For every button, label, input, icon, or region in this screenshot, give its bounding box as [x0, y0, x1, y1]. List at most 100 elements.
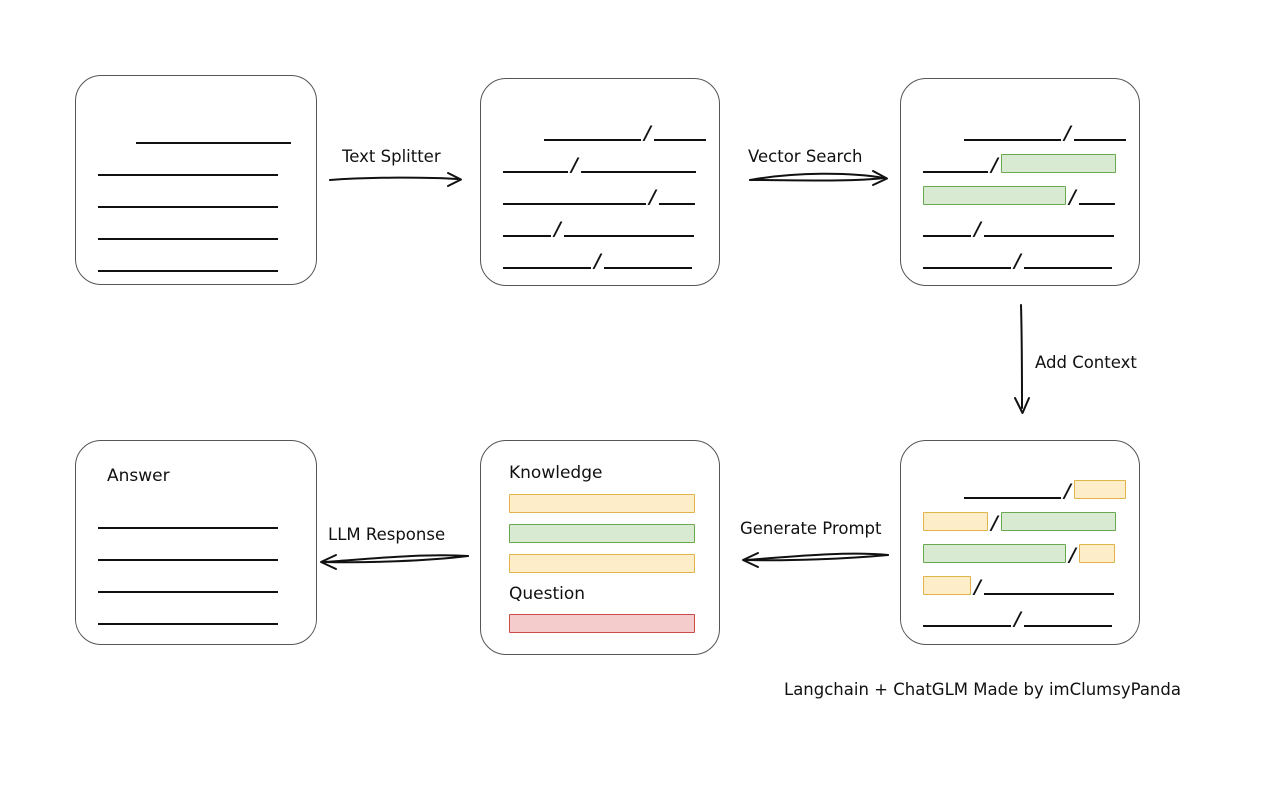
- text-line-row: [98, 188, 278, 208]
- highlight-chunk-green: [1000, 154, 1116, 173]
- text-line-segment: [964, 485, 1061, 499]
- text-line-segment: [923, 613, 1011, 627]
- text-line-segment: [136, 130, 291, 144]
- text-line-row: /: [544, 121, 706, 144]
- highlight-chunk-green: [1000, 512, 1116, 531]
- highlight-chunk-yellow: [1078, 544, 1115, 563]
- text-line-row: /: [923, 543, 1115, 566]
- text-line-segment: [544, 127, 641, 141]
- slash-separator: /: [649, 186, 656, 208]
- slash-separator: /: [1014, 250, 1021, 272]
- text-line-row: [98, 573, 278, 593]
- text-line-row: /: [923, 185, 1115, 208]
- generate-prompt-arrow: [742, 552, 889, 568]
- text-line-row: [98, 156, 278, 176]
- text-line-row: /: [923, 575, 1114, 598]
- text-line-segment: [98, 162, 278, 176]
- text-line-row: /: [923, 607, 1112, 630]
- text-line-segment: [503, 223, 551, 237]
- prompt-bar-red: [509, 614, 695, 633]
- text-line-segment: [923, 159, 988, 173]
- highlight-chunk-yellow: [923, 576, 971, 595]
- text-line-segment: [983, 581, 1114, 595]
- text-line-segment: [503, 159, 568, 173]
- text-line-segment: [98, 547, 278, 561]
- highlight-chunk-green: [923, 544, 1066, 563]
- text-line-segment: [503, 255, 591, 269]
- prompt-bar-yellow: [509, 494, 695, 513]
- arrow-label-llm-response: LLM Response: [328, 525, 446, 544]
- slash-separator: /: [974, 218, 981, 240]
- slash-separator: /: [1064, 122, 1071, 144]
- text-line-segment: [1023, 255, 1112, 269]
- text-line-segment: [98, 611, 278, 625]
- text-line-row: [98, 509, 278, 529]
- text-line-row: /: [503, 153, 696, 176]
- text-line-segment: [603, 255, 692, 269]
- text-line-row: /: [964, 121, 1126, 144]
- slash-separator: /: [991, 512, 998, 534]
- text-line-row: /: [923, 249, 1112, 272]
- arrow-label-text-splitter: Text Splitter: [342, 147, 441, 166]
- prompt-bar-green: [509, 524, 695, 543]
- answer-box[interactable]: Answer: [75, 440, 317, 645]
- text-line-row: /: [923, 217, 1114, 240]
- add-context-arrow: [1014, 304, 1030, 414]
- knowledge-label: Knowledge: [509, 463, 603, 483]
- text-line-segment: [658, 191, 695, 205]
- llm-response-arrow: [320, 554, 469, 570]
- vector-search-arrow: [749, 170, 888, 186]
- highlight-chunk-yellow: [923, 512, 988, 531]
- text-line-row: /: [503, 217, 694, 239]
- text-line-row: /: [503, 185, 695, 208]
- text-line-segment: [964, 127, 1061, 141]
- text-line-segment: [1023, 613, 1112, 627]
- text-splitter-arrow: [329, 172, 462, 187]
- footer-credit: Langchain + ChatGLM Made by imClumsyPand…: [784, 680, 1181, 699]
- text-line-row: [98, 541, 278, 561]
- text-line-row: /: [964, 479, 1126, 502]
- slash-separator: /: [571, 154, 578, 176]
- text-line-segment: [98, 226, 278, 240]
- text-line-segment: [923, 223, 971, 237]
- slash-separator: /: [594, 250, 601, 272]
- text-line-segment: [98, 194, 278, 208]
- text-line-segment: [563, 223, 694, 237]
- slash-separator: /: [644, 122, 651, 144]
- text-line-segment: [98, 258, 278, 272]
- text-line-row: /: [503, 249, 692, 272]
- slash-separator: /: [1064, 480, 1071, 502]
- context-chunks-box[interactable]: / / / / /: [900, 440, 1140, 645]
- answer-label: Answer: [107, 466, 170, 486]
- vector-matched-chunks-box[interactable]: / / / / /: [900, 78, 1140, 286]
- slash-separator: /: [991, 154, 998, 176]
- prompt-box[interactable]: Knowledge Question: [480, 440, 720, 655]
- question-label: Question: [509, 584, 586, 604]
- arrow-label-generate-prompt: Generate Prompt: [740, 519, 882, 538]
- text-line-row: /: [923, 511, 1116, 534]
- split-chunks-box[interactable]: / / / / /: [480, 78, 720, 286]
- arrow-label-add-context: Add Context: [1035, 353, 1137, 372]
- slash-separator: /: [974, 576, 981, 598]
- text-line-row: /: [923, 153, 1116, 176]
- text-line-row: [98, 220, 278, 240]
- prompt-bar-yellow: [509, 554, 695, 573]
- text-line-segment: [98, 515, 278, 529]
- slash-separator: /: [1069, 544, 1076, 566]
- text-line-segment: [98, 579, 278, 593]
- text-line-segment: [580, 159, 696, 173]
- text-line-row: [98, 252, 278, 272]
- text-line-row: [98, 605, 278, 625]
- text-line-segment: [503, 191, 646, 205]
- text-line-row: [136, 124, 291, 144]
- source-document-box[interactable]: [75, 75, 317, 285]
- arrow-label-vector-search: Vector Search: [748, 147, 863, 166]
- text-line-segment: [1078, 191, 1115, 205]
- highlight-chunk-green: [923, 186, 1066, 205]
- highlight-chunk-yellow: [1073, 480, 1126, 499]
- slash-separator: /: [1069, 186, 1076, 208]
- text-line-segment: [983, 223, 1114, 237]
- slash-separator: /: [1014, 608, 1021, 630]
- text-line-segment: [923, 255, 1011, 269]
